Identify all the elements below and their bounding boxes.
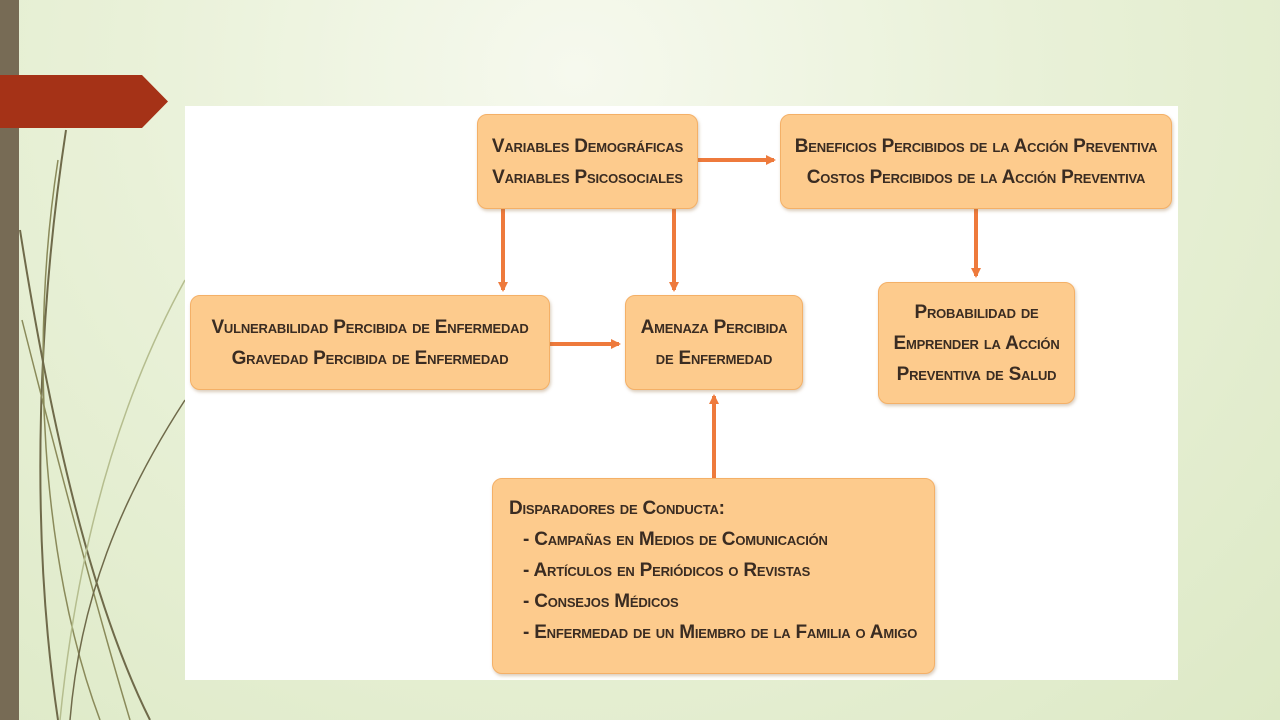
box-amenaza-line-2: de Enfermedad (655, 347, 773, 369)
box-disparadores-item-1: - Campañas en Medios de Comunicación (523, 529, 828, 550)
box-probabilidad-line-2: Emprender la Acción (893, 332, 1060, 354)
side-bar (0, 0, 19, 720)
box-disparadores-item-4: - Enfermedad de un Miembro de la Familia… (523, 622, 918, 643)
box-disparadores-title: Disparadores de Conducta: (509, 498, 725, 519)
box-amenaza: Amenaza Percibida de Enfermedad (625, 295, 803, 390)
box-beneficios-line-2: Costos Percibidos de la Acción Preventiv… (806, 166, 1146, 188)
title-tab-arrow (0, 75, 168, 128)
box-vulnerabilidad-line-1: Vulnerabilidad Percibida de Enfermedad (211, 316, 529, 338)
box-amenaza-line-1: Amenaza Percibida (640, 316, 788, 338)
box-vulnerabilidad: Vulnerabilidad Percibida de Enfermedad G… (190, 295, 550, 390)
box-vulnerabilidad-line-2: Gravedad Percibida de Enfermedad (231, 347, 509, 369)
box-beneficios: Beneficios Percibidos de la Acción Preve… (780, 114, 1172, 209)
box-variables-line-2: Variables Psicosociales (492, 166, 683, 188)
box-probabilidad-line-1: Probabilidad de (914, 301, 1039, 323)
diagram-arrows (498, 155, 981, 478)
box-variables: Variables Demográficas Variables Psicoso… (477, 114, 698, 209)
box-variables-line-1: Variables Demográficas (491, 135, 684, 157)
box-probabilidad-line-3: Preventiva de Salud (896, 363, 1057, 385)
box-disparadores-item-2: - Artículos en Periódicos o Revistas (523, 560, 811, 581)
decorative-curves (19, 129, 186, 720)
box-disparadores: Disparadores de Conducta: - Campañas en … (492, 478, 935, 674)
diagram-panel: Variables Demográficas Variables Psicoso… (185, 106, 1178, 680)
box-disparadores-item-3: - Consejos Médicos (523, 591, 679, 612)
box-beneficios-line-1: Beneficios Percibidos de la Acción Preve… (794, 135, 1158, 157)
box-probabilidad: Probabilidad de Emprender la Acción Prev… (878, 282, 1075, 404)
